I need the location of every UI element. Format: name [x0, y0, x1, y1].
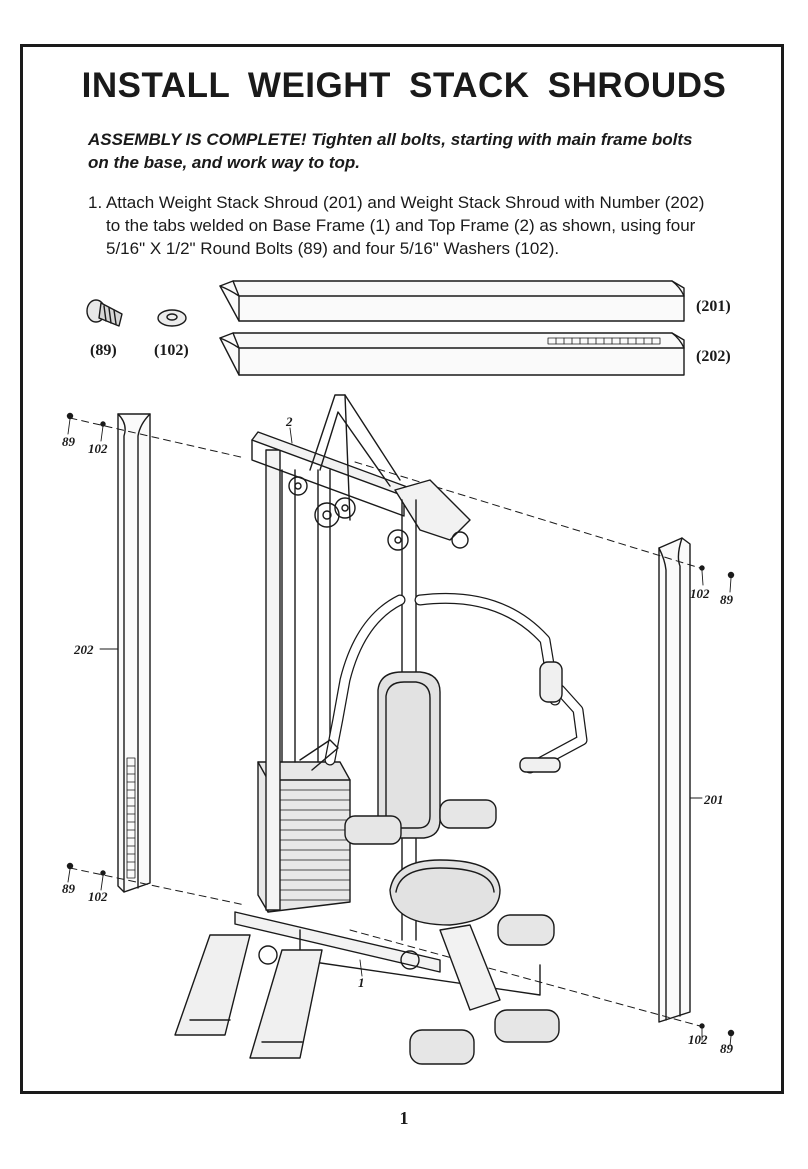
base-frame-callout: 1	[358, 975, 365, 990]
assembly-complete-note: ASSEMBLY IS COMPLETE! Tighten all bolts,…	[88, 128, 748, 174]
left-top-bolt-callout: 89	[62, 434, 75, 449]
washer-102-label: (102)	[154, 342, 189, 359]
home-gym-diagram	[174, 394, 588, 1065]
step-line-3: 5/16" X 1/2" Round Bolts (89) and four 5…	[106, 239, 560, 258]
shroud-201-label: (201)	[696, 298, 731, 315]
page-number: 1	[399, 1108, 409, 1128]
top-frame-callout: 2	[286, 414, 293, 429]
right-bottom-bolt-callout: 89	[720, 1041, 733, 1056]
washer-icon	[157, 309, 187, 327]
round-bolt-icon	[86, 299, 123, 327]
left-top-washer-callout: 102	[88, 441, 108, 456]
guide-lines	[69, 417, 701, 1027]
step-line-2: to the tabs welded on Base Frame (1) and…	[106, 216, 696, 235]
page-title: INSTALL WEIGHT STACK SHROUDS	[81, 66, 727, 105]
intro-line-2: on the base, and work way to top.	[88, 153, 361, 172]
step-1-instructions: 1. Attach Weight Stack Shroud (201) and …	[88, 191, 748, 260]
left-shroud-callout: 202	[74, 642, 94, 657]
right-top-washer-callout: 102	[690, 586, 710, 601]
leader-lines	[67, 418, 732, 1047]
step-line-1: 1. Attach Weight Stack Shroud (201) and …	[88, 193, 705, 212]
right-bottom-washer-callout: 102	[688, 1032, 708, 1047]
shroud-202-icon	[219, 332, 685, 376]
fastener-markers	[66, 412, 735, 1037]
right-top-bolt-callout: 89	[720, 592, 733, 607]
left-bottom-washer-callout: 102	[88, 889, 108, 904]
shroud-202-label: (202)	[696, 348, 731, 365]
right-shroud-callout: 201	[704, 792, 724, 807]
left-shroud-202	[117, 413, 151, 893]
bolt-89-label: (89)	[90, 342, 117, 359]
page-border	[20, 44, 784, 1094]
shroud-201-icon	[219, 280, 685, 322]
left-bottom-bolt-callout: 89	[62, 881, 75, 896]
intro-line-1: ASSEMBLY IS COMPLETE! Tighten all bolts,…	[88, 130, 693, 149]
right-shroud-201	[658, 537, 691, 1023]
